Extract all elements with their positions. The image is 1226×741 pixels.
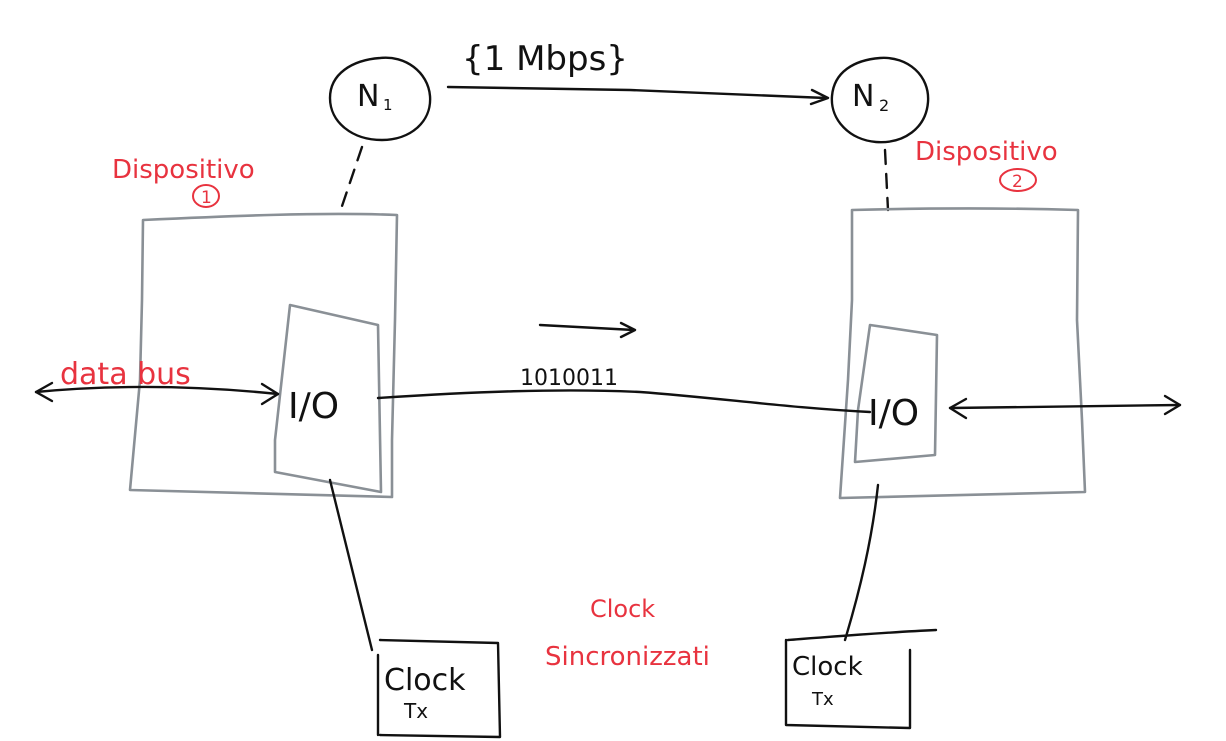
device-2-io-port [853, 323, 939, 464]
direction-arrow [538, 321, 637, 339]
device-1-label: Dispositivo [112, 155, 255, 185]
clock-box-1 [376, 638, 502, 739]
node-n1: N 1 [328, 56, 432, 142]
device-1-io-port [273, 303, 383, 494]
node-n1-subscript: 1 [383, 96, 393, 114]
node-link-arrow [446, 85, 830, 106]
device-1-number-badge: 1 [192, 184, 220, 208]
sync-note-line2: Sincronizzati [545, 642, 710, 672]
data-bus-arrow [34, 381, 280, 406]
clock-box-1-title: Clock [384, 663, 466, 698]
node-n1-label: N [357, 79, 379, 114]
device-1-number: 1 [201, 188, 212, 208]
node-n2: N 2 [830, 56, 930, 144]
right-bus-arrow [948, 394, 1182, 420]
data-bus-label: data bus [60, 357, 191, 392]
device-1-clock-connector [328, 478, 374, 652]
device-1-io-label: I/O [288, 386, 339, 427]
clock-box-2-title: Clock [792, 652, 863, 682]
device-1-box [128, 212, 399, 499]
node-n2-label: N [852, 79, 874, 114]
device-2-label: Dispositivo [915, 137, 1058, 167]
device-2-clock-connector [843, 483, 880, 642]
link-speed-label: {1 Mbps} [462, 39, 628, 79]
node-n2-subscript: 2 [879, 96, 889, 115]
serial-line [376, 389, 872, 414]
node-n2-device-connector [883, 148, 890, 212]
device-2-box [838, 207, 1087, 500]
clock-box-2 [784, 628, 938, 730]
device-2-number: 2 [1012, 172, 1023, 192]
clock-box-1-subtitle: Tx [403, 699, 428, 723]
device-2-io-label: I/O [868, 393, 919, 434]
clock-box-2-subtitle: Tx [811, 689, 834, 710]
serial-bits-label: 1010011 [520, 366, 618, 391]
sync-note-line1: Clock [590, 595, 655, 623]
node-n1-device-connector [338, 145, 364, 214]
device-2-number-badge: 2 [999, 168, 1037, 192]
